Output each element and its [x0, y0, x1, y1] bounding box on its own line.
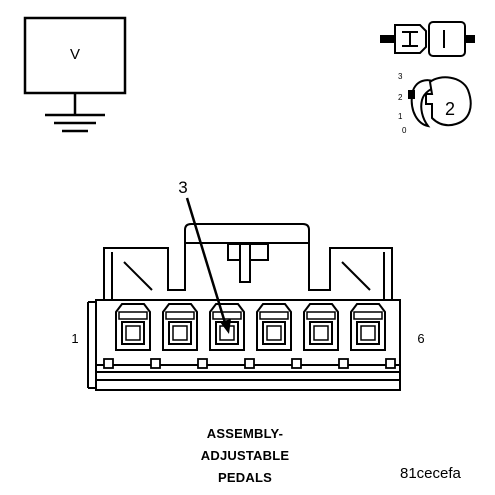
- pin-cavity: [256, 303, 292, 351]
- housing-slot: [385, 358, 396, 369]
- figure-code: 81cecefa: [400, 465, 461, 482]
- ignition-switch-icon: [408, 76, 472, 128]
- voltmeter-label: V: [70, 46, 80, 63]
- ignition-key-label: 2: [445, 99, 455, 119]
- housing-slot: [150, 358, 161, 369]
- slot-row: [103, 358, 396, 369]
- ground-icon: [45, 113, 105, 133]
- caption-line-3: PEDALS: [218, 470, 272, 485]
- ignition-position-2: 2: [398, 93, 403, 102]
- pin-cavity: [303, 303, 339, 351]
- pin-cavity: [162, 303, 198, 351]
- housing-slot: [244, 358, 255, 369]
- connector-lock-tab: [227, 243, 269, 283]
- cavity-row: [115, 303, 386, 351]
- pin-label-last: 6: [417, 331, 424, 346]
- ignition-position-0: 0: [402, 126, 407, 135]
- housing-slot: [338, 358, 349, 369]
- caption-line-2: ADJUSTABLE: [200, 448, 290, 463]
- housing-slot: [103, 358, 114, 369]
- ignition-position-3: 3: [398, 72, 403, 81]
- caption-line-1: ASSEMBLY-: [206, 426, 284, 441]
- callout-label: 3: [178, 178, 187, 197]
- pin-cavity: [350, 303, 386, 351]
- connector-disconnect-icon: [380, 21, 475, 57]
- ignition-position-1: 1: [398, 112, 403, 121]
- pin-cavity: [115, 303, 151, 351]
- callout-arrow: [185, 197, 231, 334]
- housing-slot: [197, 358, 208, 369]
- pin-label-first: 1: [71, 331, 78, 346]
- housing-slot: [291, 358, 302, 369]
- voltmeter-symbol: [23, 16, 127, 115]
